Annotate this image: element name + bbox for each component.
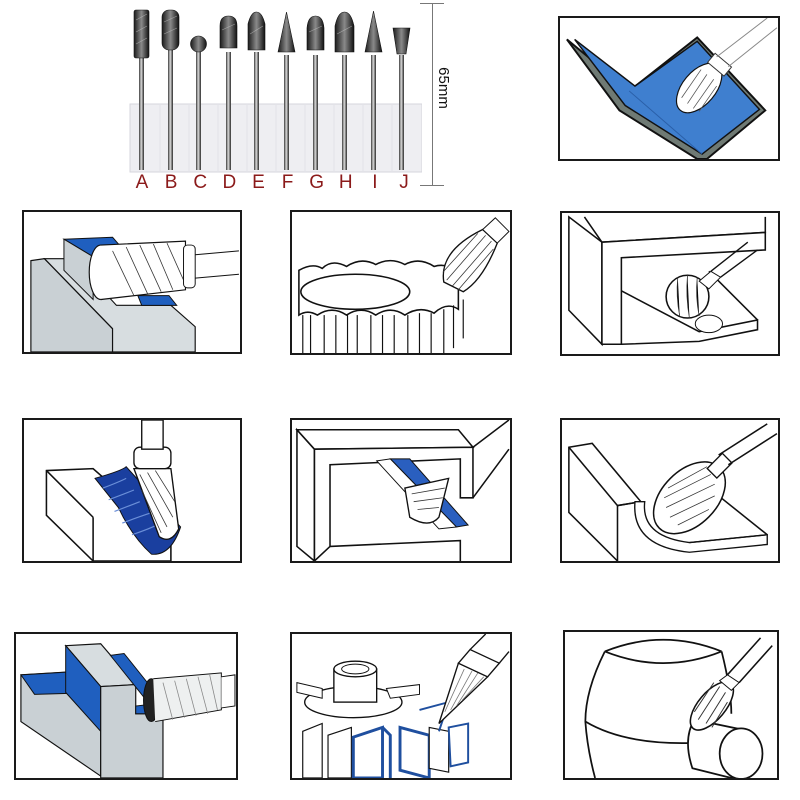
burr-label: F — [281, 172, 294, 193]
dimension-tick-top — [420, 3, 444, 4]
cone-drawing — [584, 637, 773, 778]
burr-label: D — [222, 172, 237, 193]
frame-channel-drawing — [295, 420, 510, 561]
groove-drawing — [45, 420, 182, 561]
burr-label: B — [164, 172, 178, 193]
burr-label: H — [338, 172, 353, 193]
dimension-line — [432, 3, 433, 185]
burr-label: G — [309, 172, 325, 193]
dimension-label: 65mm — [435, 67, 453, 109]
fillet-drawing — [568, 423, 778, 561]
illustration-frame-channel — [290, 418, 512, 563]
step-end-drawing — [20, 643, 236, 778]
burr-label: I — [372, 172, 378, 193]
illustration-step-end — [14, 632, 238, 780]
dimension-tick-bottom — [420, 185, 444, 186]
illustration-fins — [290, 632, 512, 780]
frame-ball-drawing — [568, 215, 767, 347]
burr-label: C — [193, 172, 208, 193]
burr-label: A — [135, 172, 149, 193]
burr-label: J — [399, 172, 409, 193]
illustration-gear-teeth — [290, 210, 512, 355]
burr-bits-image — [129, 9, 423, 173]
illustration-cone — [563, 630, 779, 780]
burr-label: E — [252, 172, 265, 193]
gear-drawing — [298, 217, 510, 353]
burr-label-row: A B C D E F G H I J — [128, 172, 418, 194]
illustration-angle-corner — [558, 16, 780, 161]
illustration-groove — [22, 418, 242, 563]
illustration-fillet — [560, 418, 780, 563]
angle-bracket-drawing — [566, 18, 778, 159]
step-block-drawing — [30, 236, 239, 352]
fins-drawing — [296, 634, 510, 778]
illustration-inside-frame — [560, 211, 780, 356]
burr-set-photo — [122, 0, 423, 195]
illustration-step-slot — [22, 210, 242, 354]
